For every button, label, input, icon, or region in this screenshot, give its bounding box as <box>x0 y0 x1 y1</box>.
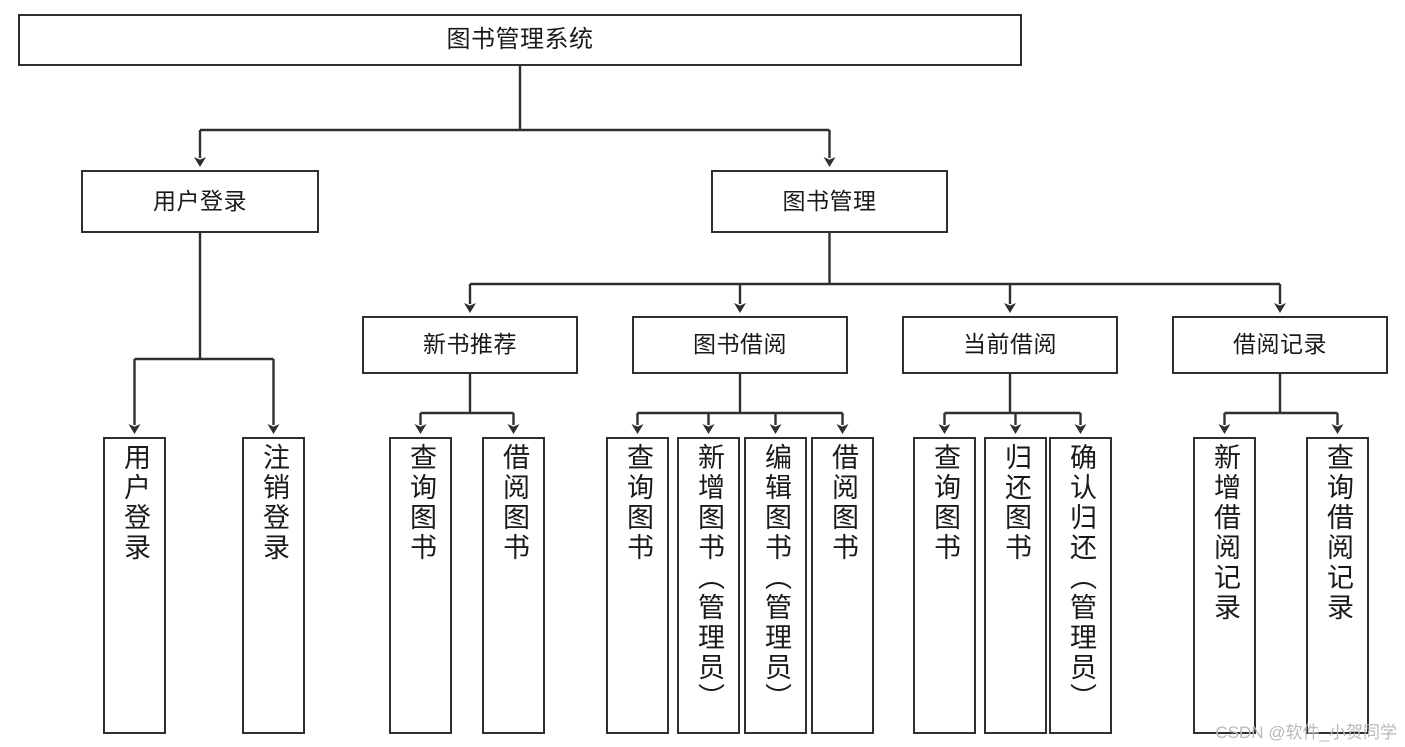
node-leaf-add-book[interactable]: 新增图书（管理员） <box>677 437 740 734</box>
node-book-manage[interactable]: 图书管理 <box>711 170 948 233</box>
node-label: 图书管理 <box>782 187 877 214</box>
node-leaf-user-login[interactable]: 用户登录 <box>103 437 166 734</box>
node-label: 新增图书（管理员） <box>694 443 724 713</box>
node-label: 查询图书 <box>623 443 653 563</box>
node-label: 用户登录 <box>120 443 150 563</box>
node-label: 当前借阅 <box>963 331 1057 358</box>
node-label: 借阅图书 <box>499 443 529 563</box>
node-leaf-query-book-borrow[interactable]: 查询图书 <box>606 437 669 734</box>
node-leaf-query-record[interactable]: 查询借阅记录 <box>1306 437 1369 734</box>
node-label: 新书推荐 <box>423 331 517 358</box>
node-label: 编辑图书（管理员） <box>761 443 791 713</box>
node-label: 查询图书 <box>406 443 436 563</box>
node-label: 借阅记录 <box>1233 331 1327 358</box>
node-label: 图书借阅 <box>693 331 787 358</box>
node-label: 注销登录 <box>259 443 289 563</box>
node-leaf-borrow-book[interactable]: 借阅图书 <box>811 437 874 734</box>
node-leaf-borrow-book-rec[interactable]: 借阅图书 <box>482 437 545 734</box>
node-label: 确认归还（管理员） <box>1066 443 1096 713</box>
node-leaf-add-record[interactable]: 新增借阅记录 <box>1193 437 1256 734</box>
node-user-login[interactable]: 用户登录 <box>81 170 319 233</box>
node-borrow-record[interactable]: 借阅记录 <box>1172 316 1388 374</box>
node-label: 借阅图书 <box>828 443 858 563</box>
node-leaf-edit-book[interactable]: 编辑图书（管理员） <box>744 437 807 734</box>
node-label: 归还图书 <box>1001 443 1031 563</box>
node-current-borrow[interactable]: 当前借阅 <box>902 316 1118 374</box>
node-label: 查询借阅记录 <box>1323 443 1353 623</box>
node-leaf-confirm-return[interactable]: 确认归还（管理员） <box>1049 437 1112 734</box>
node-label: 新增借阅记录 <box>1210 443 1240 623</box>
node-root[interactable]: 图书管理系统 <box>18 14 1022 66</box>
node-label: 图书管理系统 <box>446 25 594 53</box>
node-book-borrow[interactable]: 图书借阅 <box>632 316 848 374</box>
node-label: 用户登录 <box>153 187 247 214</box>
node-leaf-query-book-rec[interactable]: 查询图书 <box>389 437 452 734</box>
node-leaf-logout[interactable]: 注销登录 <box>242 437 305 734</box>
node-label: 查询图书 <box>930 443 960 563</box>
node-new-book-rec[interactable]: 新书推荐 <box>362 316 578 374</box>
watermark-label: CSDN @软件_小贺同学 <box>1215 723 1397 742</box>
node-leaf-return-book[interactable]: 归还图书 <box>984 437 1047 734</box>
node-leaf-query-book-cur[interactable]: 查询图书 <box>913 437 976 734</box>
